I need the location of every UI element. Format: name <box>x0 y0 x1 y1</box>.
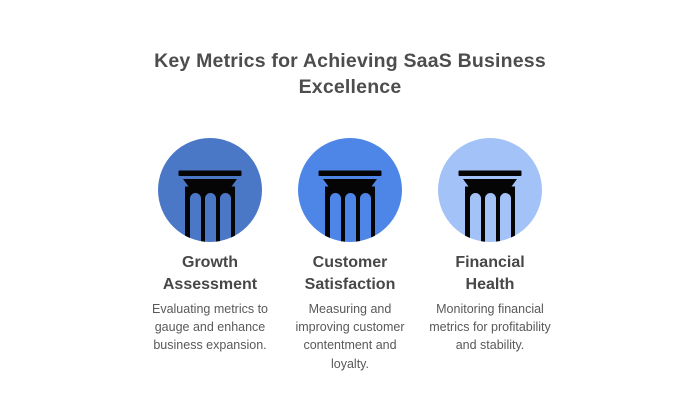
pillar-circle <box>158 138 262 242</box>
pillar-heading: Customer Satisfaction <box>304 254 396 293</box>
pillar-heading: Growth Assessment <box>162 254 258 293</box>
page-title: Key Metrics for Achieving SaaS Business … <box>154 50 546 99</box>
pillar-circle <box>298 138 402 242</box>
pillar-glyph <box>178 170 242 242</box>
pillar-heading: Financial Health <box>455 254 525 293</box>
pillar-description: Monitoring financial metrics for profita… <box>429 302 551 353</box>
pillar-description: Measuring and improving customer content… <box>295 302 405 371</box>
pillar-column-icon <box>438 138 542 242</box>
pillar-description: Evaluating metrics to gauge and enhance … <box>151 302 269 353</box>
pillar-columns: Growth Assessment Evaluating metrics to … <box>140 138 560 373</box>
pillar-circle <box>438 138 542 242</box>
pillar-financial-health: Financial Health Monitoring financial me… <box>420 138 560 373</box>
pillar-column-icon <box>158 138 262 242</box>
pillar-glyph <box>318 170 382 242</box>
pillar-growth-assessment: Growth Assessment Evaluating metrics to … <box>140 138 280 373</box>
pillar-glyph <box>458 170 522 242</box>
pillar-customer-satisfaction: Customer Satisfaction Measuring and impr… <box>280 138 420 373</box>
pillar-column-icon <box>298 138 402 242</box>
